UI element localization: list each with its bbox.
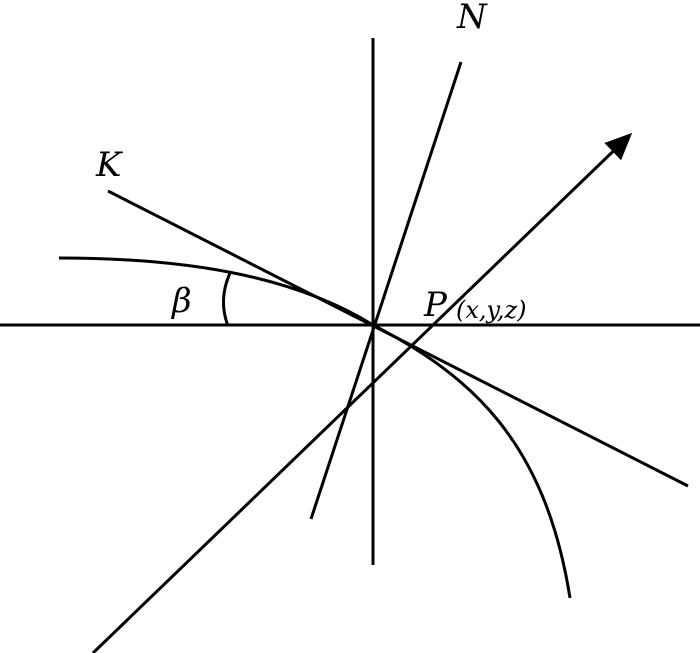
curve-upper-left	[58, 256, 374, 327]
curve-lower-right	[372, 323, 572, 599]
label-n: N	[456, 0, 488, 37]
label-k: K	[95, 145, 124, 185]
label-p-coordinates: (x,y,z)	[456, 296, 527, 324]
label-beta: β	[170, 281, 192, 321]
label-p: P	[423, 285, 448, 325]
angle-beta-arc	[222, 272, 232, 327]
direction-arrow	[91, 132, 633, 653]
normal-line-n	[309, 61, 463, 520]
